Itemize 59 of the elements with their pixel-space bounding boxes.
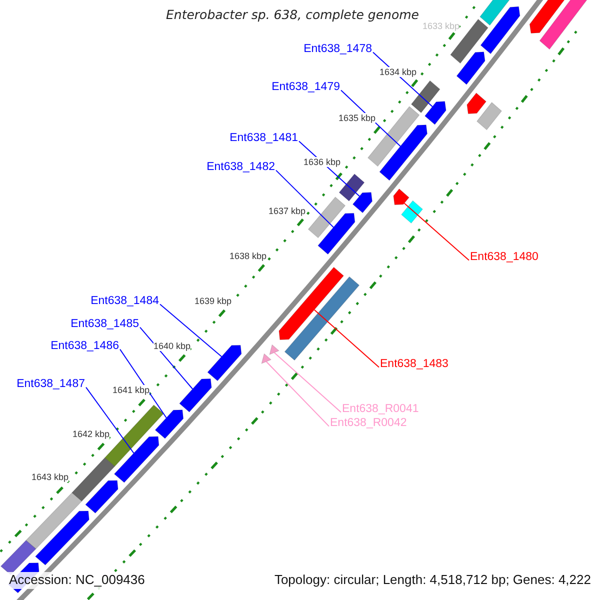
gene-feature <box>34 510 90 566</box>
gene-feature <box>308 196 346 238</box>
scale-label: 1642 kbp <box>72 429 110 440</box>
scale-label: 1636 kbp <box>303 157 341 168</box>
map-title: Enterobacter sp. 638, complete genome <box>164 8 421 22</box>
scale-label: 1641 kbp <box>112 385 150 396</box>
leader-line <box>86 386 134 454</box>
leader-line <box>120 348 167 418</box>
leader-line <box>314 309 380 368</box>
gene-label: Ent638_1484 <box>90 295 159 308</box>
gene-label: Ent638_1485 <box>70 318 139 332</box>
gene-feature <box>410 80 440 114</box>
gene-feature <box>71 457 116 502</box>
gene-feature <box>400 200 424 224</box>
gene-feature <box>456 52 486 85</box>
gene-feature <box>26 492 82 550</box>
scale-label: 1633 kbp <box>422 21 460 32</box>
gene-feature <box>352 192 373 214</box>
gene-feature <box>480 6 520 54</box>
gene-label: Ent638_R0042 <box>330 417 407 430</box>
rna-feature <box>261 353 272 364</box>
gene-feature <box>85 480 118 514</box>
gene-feature <box>278 266 344 340</box>
leader-line <box>160 304 222 358</box>
scale-label: 1640 kbp <box>153 341 191 352</box>
gene-feature <box>318 212 356 255</box>
gene-label: Ent638_1482 <box>206 161 275 174</box>
scale-label: 1635 kbp <box>338 113 376 124</box>
gene-label: Ent638_1481 <box>230 132 298 146</box>
leader-line <box>140 326 194 390</box>
gene-label: Ent638_1480 <box>470 251 538 264</box>
gene-label: Ent638_1479 <box>272 81 340 94</box>
leader-line <box>266 361 330 427</box>
gene-feature <box>154 410 184 439</box>
scale-label: 1638 kbp <box>229 251 267 262</box>
gene-label: Ent638_R0041 <box>342 403 419 416</box>
scale-label: 1634 kbp <box>379 67 417 78</box>
scale-label: 1643 kbp <box>31 472 69 482</box>
gene-feature <box>284 276 360 361</box>
gene-feature <box>393 188 410 206</box>
leader-line <box>274 352 342 413</box>
gene-feature <box>424 101 446 125</box>
gene-feature <box>466 92 487 114</box>
gene-label: Ent638_1478 <box>304 43 372 56</box>
rna-feature <box>269 344 280 355</box>
gene-feature <box>114 436 160 483</box>
gene-feature <box>480 0 510 26</box>
gene-feature <box>476 102 502 130</box>
gene-feature <box>179 378 212 412</box>
gene-feature <box>207 344 242 382</box>
gene-feature <box>338 174 365 202</box>
scale-label: 1637 kbp <box>268 206 306 216</box>
leader-line <box>276 170 334 228</box>
gene-feature <box>379 124 428 181</box>
gene-label: Ent638_1487 <box>16 378 85 392</box>
gene-label: Ent638_1486 <box>50 340 119 354</box>
gene-label: Ent638_1483 <box>380 358 448 372</box>
scale-label: 1639 kbp <box>194 296 232 306</box>
leader-line <box>404 202 470 261</box>
